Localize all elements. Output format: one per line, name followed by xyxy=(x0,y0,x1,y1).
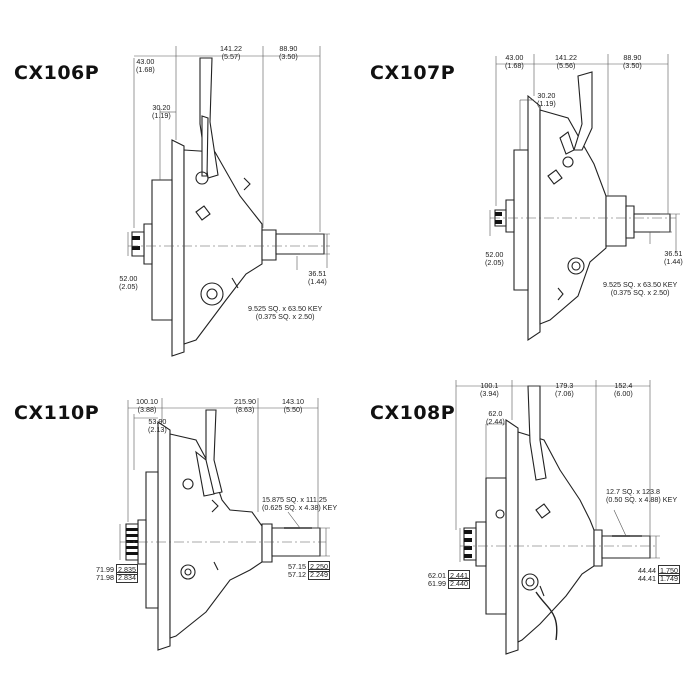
dim-output-length: 152.4(6.00) xyxy=(614,381,633,398)
dim-output-height: 36.51(1.44) xyxy=(308,269,327,286)
dim-flange-offset: 30.20(1.19) xyxy=(537,91,556,108)
dim-output-height: 36.51(1.44) xyxy=(664,249,683,266)
dim-input-diameter: 52.00(2.05) xyxy=(119,274,138,291)
model-title-cx110p: CX110P xyxy=(14,402,100,424)
dim-width-input: 43.00(1.68) xyxy=(136,57,155,74)
dim-key-size: 15.875 SQ. x 111.25(0.625 SQ. x 4.38) KE… xyxy=(262,495,338,512)
dim-key-size: 12.7 SQ. x 123.8(0.50 SQ. x 4.88) KEY xyxy=(606,487,678,504)
model-title-cx108p: CX108P xyxy=(370,402,456,424)
dim-flange-offset: 53.90(2.13) xyxy=(148,417,167,434)
dim-width-input: 100.10(3.88) xyxy=(136,397,158,414)
dim-key-size: 9.525 SQ. x 63.50 KEY(0.375 SQ. x 2.50) xyxy=(248,304,323,321)
dim-output-diameter: 44.44 1.750 44.41 1.749 xyxy=(638,565,680,584)
dim-output-diameter: 57.15 2.250 57.12 2.249 xyxy=(288,561,330,580)
dim-body-length: 141.22(5.56) xyxy=(555,53,577,70)
dim-output-length: 143.10(5.50) xyxy=(282,397,304,414)
dim-body-length: 215.90(8.63) xyxy=(234,397,256,414)
dim-input-diameter: 62.01 2.441 61.99 2.440 xyxy=(428,570,470,589)
dim-input-diameter: 71.99 2.835 71.98 2.834 xyxy=(96,564,138,583)
dim-body-length: 141.22(5.57) xyxy=(220,44,242,61)
model-title-cx106p: CX106P xyxy=(14,62,100,84)
dim-width-input: 100.1(3.94) xyxy=(480,381,499,398)
dim-body-length: 179.3(7.06) xyxy=(555,381,574,398)
dim-output-length: 88.90(3.50) xyxy=(279,44,298,61)
dim-key-size: 9.525 SQ. x 63.50 KEY(0.375 SQ. x 2.50) xyxy=(603,280,678,297)
dim-output-length: 88.90(3.50) xyxy=(623,53,642,70)
dim-flange-offset: 62.0(2.44) xyxy=(486,409,505,426)
dim-width-input: 43.00(1.68) xyxy=(505,53,524,70)
dim-flange-offset: 30.20(1.19) xyxy=(152,103,171,120)
model-title-cx107p: CX107P xyxy=(370,62,456,84)
dim-input-diameter: 52.00(2.05) xyxy=(485,250,504,267)
